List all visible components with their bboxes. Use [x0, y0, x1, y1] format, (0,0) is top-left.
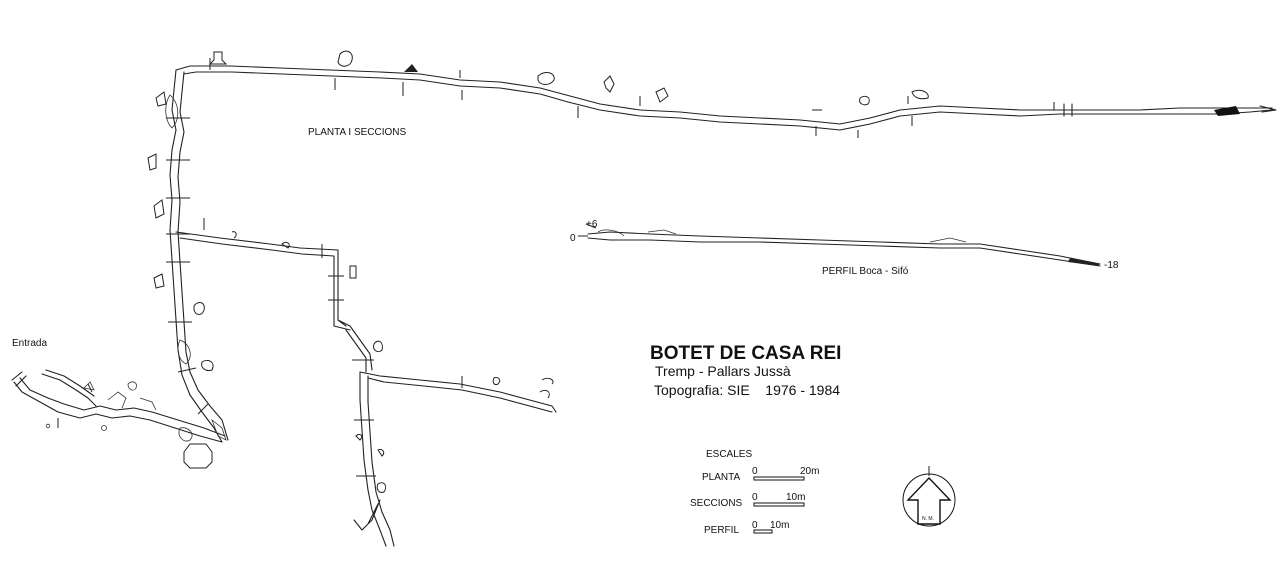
profile-elevation-bottom: -18	[1104, 260, 1119, 271]
plan-view	[11, 50, 1277, 547]
scale-legend: ESCALES PLANTA 0 20m SECCIONS 0 10m PERF…	[690, 449, 819, 536]
top-long-passage	[175, 64, 1277, 131]
scale-perfil-bar	[753, 529, 773, 534]
map-location: Tremp - Pallars Jussà	[655, 363, 791, 379]
branch-passage-1	[175, 231, 373, 373]
scale-planta-value: 20m	[800, 466, 819, 477]
north-arrow: N. M.	[902, 466, 956, 527]
scale-planta-bar	[753, 476, 805, 481]
main-vertical-passage	[165, 69, 229, 443]
map-title: BOTET DE CASA REI	[650, 343, 841, 364]
scale-perfil-label: PERFIL	[704, 525, 739, 536]
section-octagon	[183, 443, 213, 469]
section-ticks	[57, 58, 1055, 477]
scale-seccions-zero: 0	[752, 492, 758, 503]
cross-sections	[147, 50, 929, 493]
scale-perfil-zero: 0	[752, 520, 758, 531]
entrance-passage	[11, 369, 226, 443]
entrance-label: Entrada	[12, 338, 47, 349]
profile-elevation-zero: 0	[570, 233, 576, 244]
profile-elevation-top: +6	[586, 219, 598, 230]
plan-label: PLANTA I SECCIONS	[308, 127, 407, 138]
map-topography: Topografia: SIE 1976 - 1984	[654, 382, 840, 398]
scale-perfil-value: 10m	[770, 520, 789, 531]
north-label: N. M.	[922, 516, 934, 522]
scales-heading: ESCALES	[706, 449, 752, 460]
scale-seccions-label: SECCIONS	[690, 498, 743, 509]
branch-passage-2	[353, 371, 557, 547]
scale-planta-label: PLANTA	[702, 472, 740, 483]
profile-view	[578, 223, 1101, 267]
profile-label: PERFIL Boca - Sifó	[822, 266, 909, 277]
scale-seccions-bar	[753, 502, 805, 507]
scale-planta-zero: 0	[752, 466, 758, 477]
north-arrow-icon	[906, 476, 952, 525]
scale-seccions-value: 10m	[786, 492, 805, 503]
